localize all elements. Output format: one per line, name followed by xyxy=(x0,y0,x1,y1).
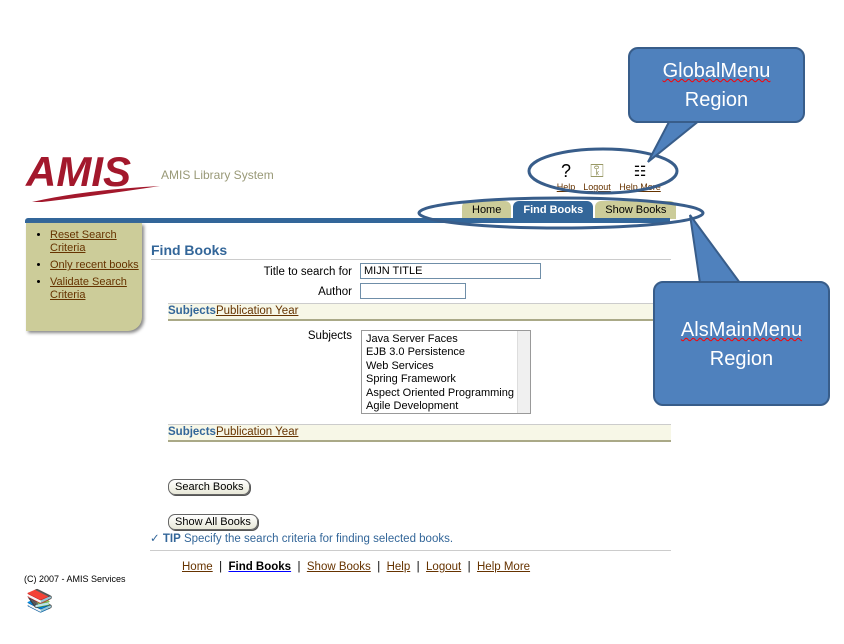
divider xyxy=(151,259,671,260)
side-menu: Reset Search Criteria Only recent books … xyxy=(26,223,142,331)
side-only-recent[interactable]: Only recent books xyxy=(50,259,139,271)
page-title: Find Books xyxy=(151,242,228,258)
tab-show-books[interactable]: Show Books xyxy=(595,201,677,219)
tab-find-books[interactable]: Find Books xyxy=(513,201,594,219)
footer-logout[interactable]: Logout xyxy=(426,561,462,573)
footer-links: Home | Find Books | Show Books | Help | … xyxy=(182,561,531,573)
author-input[interactable] xyxy=(360,283,466,299)
side-reset-search[interactable]: Reset Search Criteria xyxy=(50,229,117,254)
subject-option[interactable]: Web Services xyxy=(366,359,434,372)
title-input[interactable] xyxy=(360,263,541,279)
subtabs-bottom: SubjectsPublication Year xyxy=(168,424,671,442)
subtab-subjects[interactable]: Subjects xyxy=(168,305,216,317)
subject-option[interactable]: Java Server Faces xyxy=(366,333,458,345)
copyright: (C) 2007 - AMIS Services xyxy=(24,574,126,584)
subtab-subjects[interactable]: Subjects xyxy=(168,426,216,438)
logo-swoosh xyxy=(32,186,160,202)
show-all-books-button[interactable]: Show All Books xyxy=(168,514,258,530)
subtab-publication-year[interactable]: Publication Year xyxy=(215,305,299,317)
tip: ✓ TIP Specify the search criteria for fi… xyxy=(150,533,454,545)
subtab-publication-year[interactable]: Publication Year xyxy=(215,426,299,438)
footer-show-books[interactable]: Show Books xyxy=(306,561,371,573)
subject-option[interactable]: Aspect Oriented Programming xyxy=(366,386,514,399)
key-icon: ⚿ xyxy=(590,161,604,181)
tab-home[interactable]: Home xyxy=(462,201,512,219)
main-tabs: Home Find Books Show Books xyxy=(462,201,677,219)
side-validate-search[interactable]: Validate Search Criteria xyxy=(50,276,127,301)
subjects-listbox[interactable]: Java Server Faces EJB 3.0 Persistence We… xyxy=(361,330,531,414)
subject-option[interactable]: Spring Framework xyxy=(366,373,456,386)
global-help-more[interactable]: ☷Help More xyxy=(618,160,662,192)
header-bar xyxy=(25,218,670,223)
search-books-button[interactable]: Search Books xyxy=(168,479,251,495)
footer-find-books[interactable]: Find Books xyxy=(228,561,292,573)
subject-option[interactable]: Agile Development xyxy=(366,400,459,413)
main-callout-tail xyxy=(689,214,742,284)
divider xyxy=(150,550,671,551)
help-more-icon: ☷ xyxy=(633,163,647,179)
books-icon: 📚 xyxy=(26,588,54,613)
logo-text: AMIS xyxy=(25,148,131,195)
subject-option[interactable]: EJB 3.0 Persistence xyxy=(366,346,466,359)
title-label: Title to search for xyxy=(263,266,352,278)
amis-logo: AMIS xyxy=(25,148,160,202)
global-logout[interactable]: ⚿Logout xyxy=(577,160,617,192)
subjects-label: Subjects xyxy=(307,330,352,342)
subtabs-top: SubjectsPublication Year xyxy=(168,303,671,321)
system-name: AMIS Library System xyxy=(161,168,274,182)
author-label: Author xyxy=(318,286,352,298)
global-callout-tail xyxy=(647,119,703,163)
footer-home[interactable]: Home xyxy=(182,561,213,573)
listbox-scrollbar[interactable] xyxy=(517,331,530,413)
footer-help-more[interactable]: Help More xyxy=(477,561,531,573)
footer-help[interactable]: Help xyxy=(386,561,411,573)
check-icon: ✓ xyxy=(150,533,160,545)
